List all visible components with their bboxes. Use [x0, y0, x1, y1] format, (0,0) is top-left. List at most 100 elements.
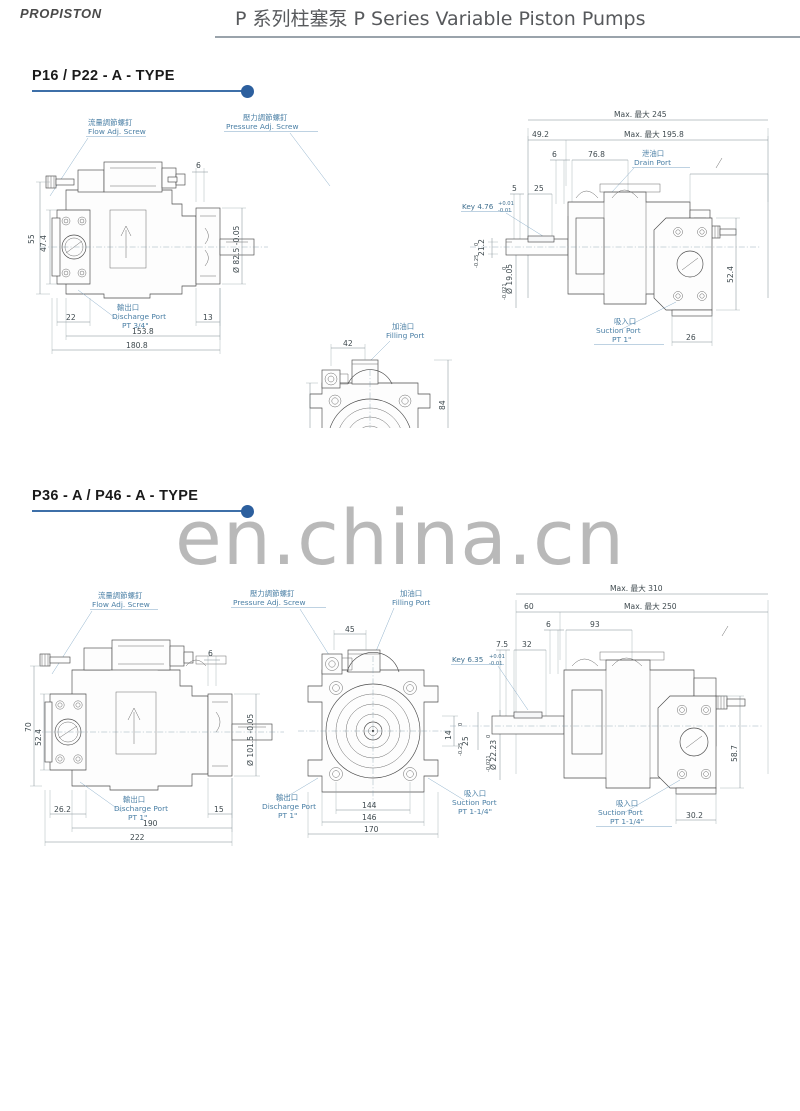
callout2-mid-discharge-en: Discharge Port: [262, 802, 316, 811]
dim-21-2-tol-dn: -0.25: [474, 255, 480, 268]
callout-flow-adj-screw-cn: 流量調節螺釘: [88, 118, 133, 127]
dim-6r: 6: [552, 150, 557, 159]
callout-flow-adj-screw-en: Flow Adj. Screw: [88, 127, 146, 136]
dim2-146: 146: [362, 813, 377, 822]
callout2-filling-en: Filling Port: [392, 598, 430, 607]
dim2-30-2: 30.2: [686, 811, 703, 820]
dim-76-8: 76.8: [588, 150, 605, 159]
dim-diameter-82-5: Ø 82.5 -0.05: [232, 225, 241, 273]
callout2-flow-adj-screw-cn: 流量調節螺釘: [98, 591, 143, 600]
section-head-1: P16 / P22 - A - TYPE: [0, 68, 800, 98]
rule-dot-icon: [241, 85, 254, 98]
dim2-dia-tol-up: 0: [486, 735, 492, 738]
callout2-flow-adj-screw-en: Flow Adj. Screw: [92, 600, 150, 609]
callout2-right-suction-en: Suction Port: [598, 808, 643, 817]
dim2-52-4: 52.4: [34, 729, 43, 746]
section-head-2: P36 - A / P46 - A - TYPE: [0, 488, 800, 518]
callout2-right-suction-spec: PT 1-1/4": [610, 817, 644, 826]
dim-25: 25: [534, 184, 544, 193]
drawing-plate-1: 流量調節螺釘 Flow Adj. Screw 55 47.4 6: [0, 98, 800, 428]
callout-discharge-port-spec: PT 3/4": [122, 321, 149, 330]
dim2-70: 70: [24, 722, 33, 732]
dim-52-4: 52.4: [726, 266, 735, 283]
callout2-pressure-en: Pressure Adj. Screw: [233, 598, 306, 607]
page-title: P 系列柱塞泵 P Series Variable Piston Pumps: [235, 8, 646, 30]
callout2-mid-suction-en: Suction Port: [452, 798, 497, 807]
rule-line: [32, 90, 250, 92]
dim2-60: 60: [524, 602, 534, 611]
view2-left-side-elevation: 流量調節螺釘 Flow Adj. Screw 70 52.4 6 Ø 101.5…: [24, 591, 284, 846]
rule-line: [32, 510, 250, 512]
dim-dia-19-05: Ø 19.05: [505, 264, 514, 294]
dim2-diameter-101-5: Ø 101.5 -0.05: [246, 714, 255, 766]
dim2-45: 45: [345, 625, 355, 634]
callout2-discharge-cn: 輸出口: [123, 795, 145, 804]
callout-filling-port-en: Filling Port: [386, 331, 424, 340]
callout2-discharge-en: Discharge Port: [114, 804, 168, 813]
dim2-170: 170: [364, 825, 379, 834]
drawing-plate-2: 流量調節螺釘 Flow Adj. Screw 70 52.4 6 Ø 101.5…: [0, 574, 800, 874]
callout-right-suction-cn: 吸入口: [614, 317, 636, 326]
dim-6: 6: [196, 161, 201, 170]
callout-right-suction-en: Suction Port: [596, 326, 641, 335]
section-title-2: P36 - A / P46 - A - TYPE: [32, 488, 199, 504]
view2-mid-front-face: 壓力調節螺釘 Pressure Adj. Screw 加油口 Filling P…: [231, 589, 497, 838]
technical-drawing-p36-p46: 流量調節螺釘 Flow Adj. Screw 70 52.4 6 Ø 101.5…: [24, 583, 769, 846]
key-tol-dn: -0.01: [498, 208, 511, 214]
section-rule-1: [0, 84, 800, 98]
dim-180-8: 180.8: [126, 341, 148, 350]
dim2-7-5: 7.5: [496, 640, 508, 649]
dim2-58-7: 58.7: [730, 745, 739, 762]
key-label: Key 4.76: [462, 202, 494, 211]
callout2-filling-cn: 加油口: [400, 589, 422, 598]
dim-26: 26: [686, 333, 696, 342]
key2-tol-up: +0.01: [489, 654, 505, 660]
dim2-max-250: Max. 最大 250: [624, 601, 677, 611]
dim2-6r: 6: [546, 620, 551, 629]
dim-max-195-8: Max. 最大 195.8: [624, 129, 684, 139]
dim2-222: 222: [130, 833, 145, 842]
rule-dot-icon: [241, 505, 254, 518]
dim2-max-310: Max. 最大 310: [610, 583, 663, 593]
dim2-dia-tol-dn: -0.021: [486, 755, 492, 772]
callout-right-suction-spec: PT 1": [612, 335, 631, 344]
dim2-dia-22-23: Ø 22.23: [489, 740, 498, 770]
callout-filling-port-cn: 加油口: [392, 322, 414, 331]
dim2-93: 93: [590, 620, 600, 629]
callout-pressure-adj-screw-cn: 壓力調節螺釘: [243, 113, 288, 122]
dim-21-2-tol-up: 0: [474, 243, 480, 246]
dim-47-4: 47.4: [39, 235, 48, 252]
dim-84: 84: [438, 400, 447, 410]
callout2-mid-discharge-cn: 輸出口: [276, 793, 298, 802]
view2-right-side-elevation: Max. 最大 310 Max. 最大 250 60 6 93 7.5 32 K…: [450, 583, 769, 827]
dim-49-2: 49.2: [532, 130, 549, 139]
dim-13: 13: [203, 313, 213, 322]
callout2-mid-suction-spec: PT 1-1/4": [458, 807, 492, 816]
callout-drain-port-en: Drain Port: [634, 158, 671, 167]
callout-discharge-port-en: Discharge Port: [112, 312, 166, 321]
dim-22: 22: [66, 313, 76, 322]
dim2-190: 190: [143, 819, 158, 828]
callout-pressure-adj-screw-en: Pressure Adj. Screw: [226, 122, 299, 131]
dim-153-8: 153.8: [132, 327, 154, 336]
dim-21-2: 21.2: [477, 239, 486, 256]
key2-tol-dn: -0.01: [489, 661, 502, 667]
dim2-32: 32: [522, 640, 532, 649]
dim-55: 55: [27, 234, 36, 244]
section-title-1: P16 / P22 - A - TYPE: [32, 68, 175, 84]
callout2-discharge-spec: PT 1": [128, 813, 147, 822]
dim2-25-tol-up: 0: [458, 723, 464, 726]
dim2-26-2: 26.2: [54, 805, 71, 814]
callout-discharge-port-cn: 輸出口: [117, 303, 139, 312]
view-left-side-elevation: 流量調節螺釘 Flow Adj. Screw 55 47.4 6: [27, 118, 268, 354]
view-mid-front-face: 壓力調節螺釘 Pressure Adj. Screw 加油口 Filling P…: [224, 113, 452, 428]
technical-drawing-p16-p22: 流量調節螺釘 Flow Adj. Screw 55 47.4 6: [27, 109, 769, 428]
callout2-pressure-cn: 壓力調節螺釘: [250, 589, 295, 598]
section-rule-2: [0, 504, 800, 518]
dim-5: 5: [512, 184, 517, 193]
callout2-mid-discharge-spec: PT 1": [278, 811, 297, 820]
brand-logo: PROPISTON: [20, 6, 102, 21]
dim-dia-19-05-tol-dn: -0.021: [502, 283, 508, 300]
callout2-mid-suction-cn: 吸入口: [464, 789, 486, 798]
dim2-25: 25: [461, 736, 470, 746]
